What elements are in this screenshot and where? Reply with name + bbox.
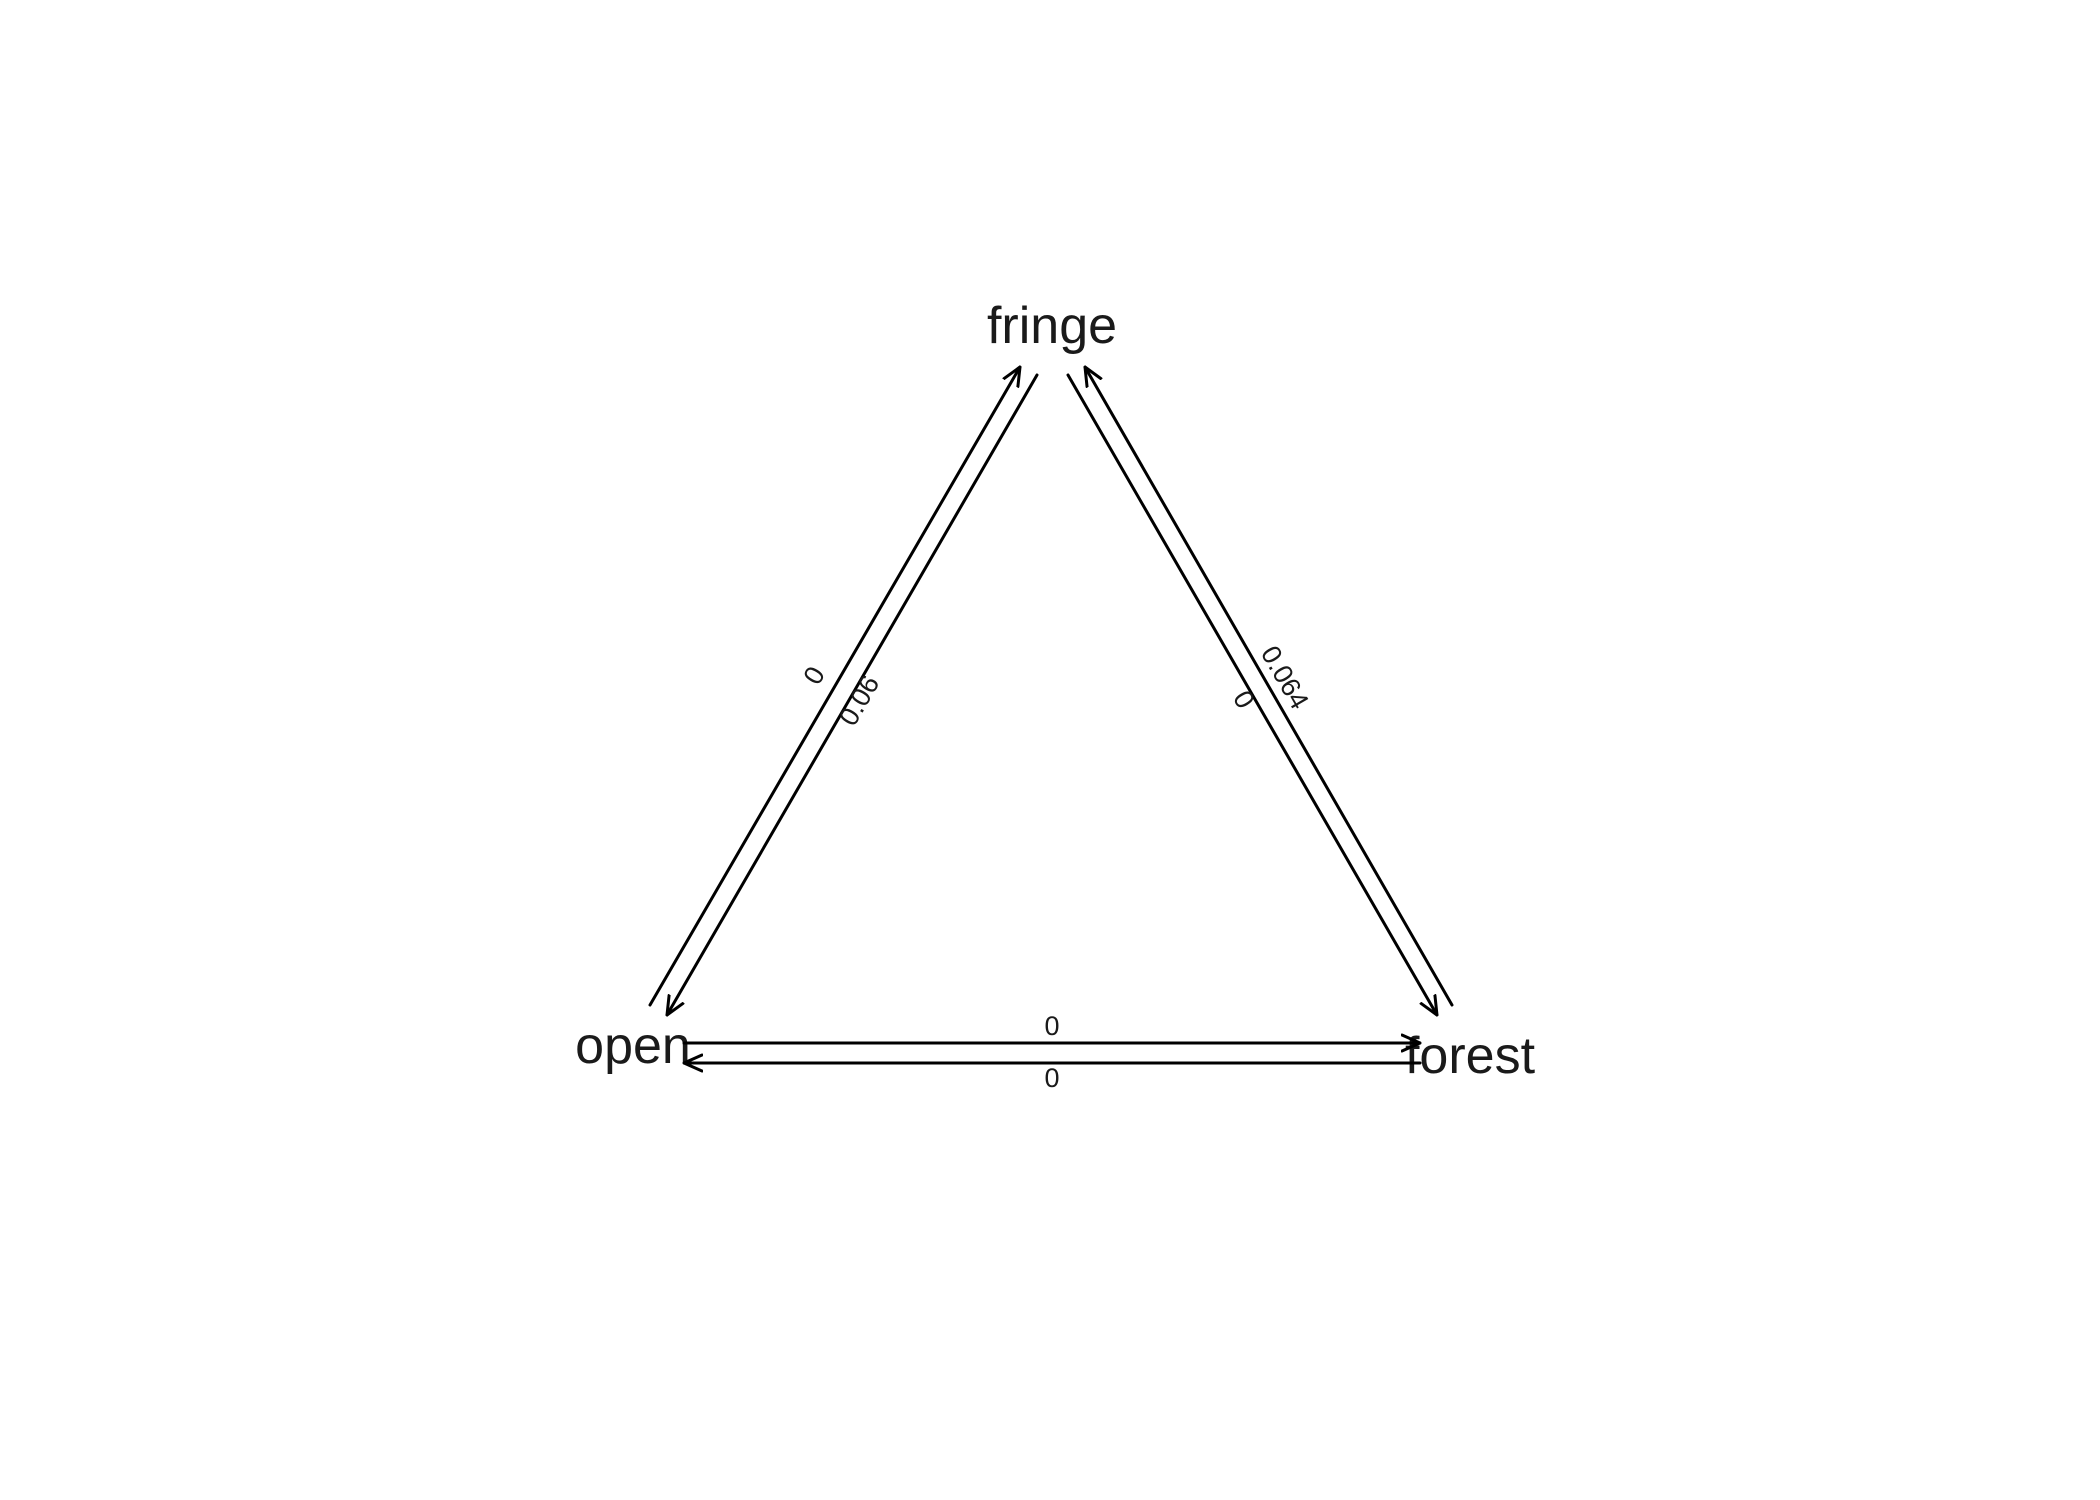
edge-fringe-to-forest [1066, 373, 1439, 1017]
node-fringe: fringe [987, 297, 1117, 355]
label-fringe-to-open: 0.06 [833, 670, 885, 731]
edge-fringe-to-open [665, 373, 1039, 1017]
label-fringe-to-forest: 0 [1227, 685, 1260, 713]
node-forest: forest [1405, 1027, 1536, 1085]
edge-open-to-fringe [648, 365, 1022, 1007]
edge-forest-to-fringe [1083, 365, 1454, 1007]
label-open-to-forest: 0 [1044, 1011, 1059, 1041]
label-forest-to-open: 0 [1044, 1063, 1059, 1093]
node-open: open [575, 1017, 691, 1075]
label-open-to-fringe: 0 [797, 661, 830, 689]
